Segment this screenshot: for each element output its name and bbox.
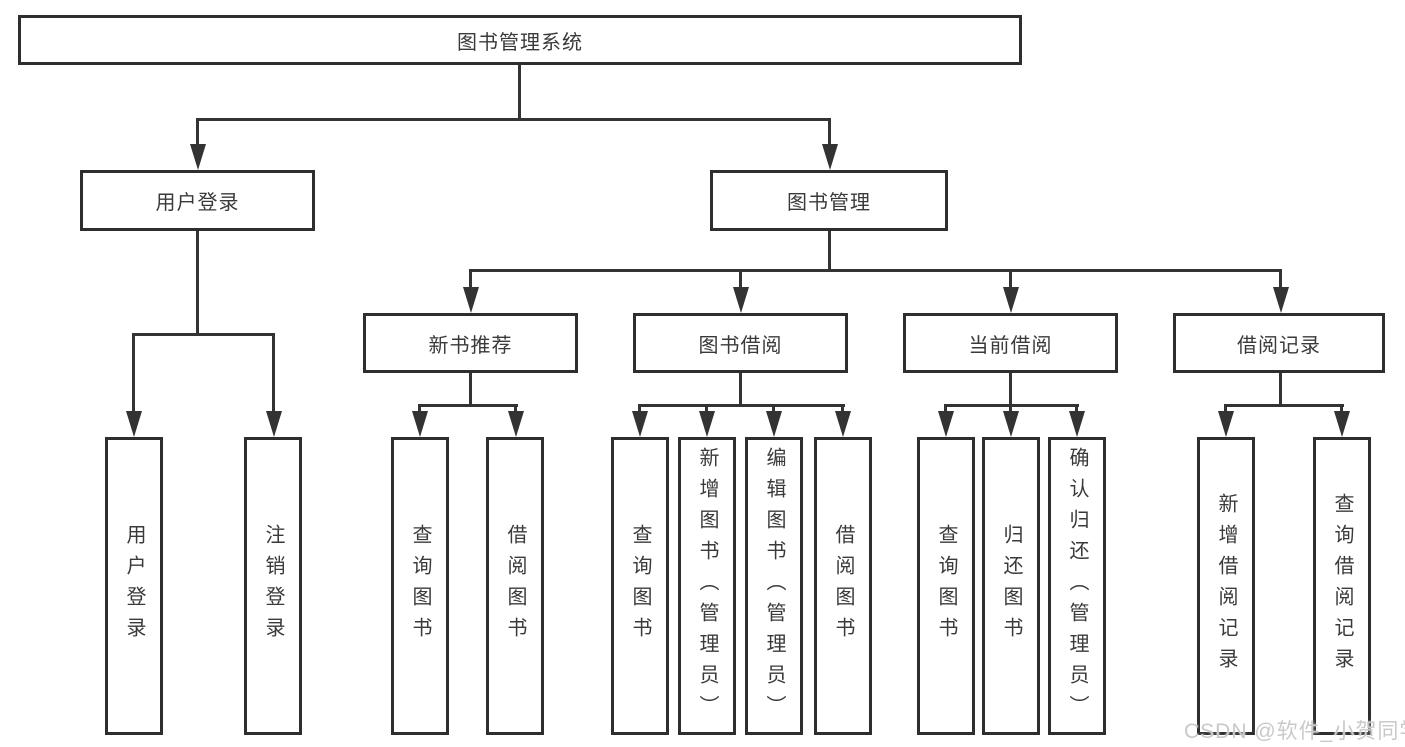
node-root-library-system: 图书管理系统 (18, 15, 1022, 65)
connector-drop-leaf (1224, 404, 1227, 416)
connector-root-trunk (518, 65, 521, 120)
arrowhead-icon (699, 411, 715, 437)
connector-borrow-trunk (739, 373, 742, 407)
connector-drop-leaf (1009, 404, 1012, 416)
node-label: 新增借阅记录 (1215, 493, 1237, 679)
leaf-query-books-borrow: 查询图书 (611, 437, 669, 735)
arrowhead-icon (463, 287, 479, 313)
arrowhead-icon (822, 144, 838, 170)
connector-drop-book-mgmt (828, 118, 831, 148)
arrowhead-icon (766, 411, 782, 437)
connector-drop-leaf (841, 404, 844, 416)
node-borrow-records: 借阅记录 (1173, 313, 1385, 373)
leaf-query-books-current: 查询图书 (917, 437, 975, 735)
connector-drop-leaf (514, 404, 517, 416)
csdn-watermark: CSDN @软件_小贺同学 (1184, 720, 1405, 743)
connector-borrow-rail (638, 404, 845, 407)
connector-userlogin-rail (132, 333, 275, 336)
arrowhead-icon (835, 411, 851, 437)
arrowhead-icon (412, 411, 428, 437)
connector-drop-leaf (944, 404, 947, 416)
node-label: 确认归还（管理员） (1066, 446, 1088, 726)
leaf-add-book-admin: 新增图书（管理员） (678, 437, 736, 735)
node-label: 用户登录 (123, 524, 145, 648)
connector-newbook-trunk (469, 373, 472, 407)
node-current-borrow: 当前借阅 (903, 313, 1118, 373)
leaf-user-login: 用户登录 (105, 437, 163, 735)
connector-drop-newbook (469, 269, 472, 293)
arrowhead-icon (938, 411, 954, 437)
connector-drop-leaf (1340, 404, 1343, 416)
connector-current-trunk (1009, 373, 1012, 407)
connector-drop-logout-leaf (272, 333, 275, 415)
node-label: 图书借阅 (698, 334, 783, 357)
leaf-confirm-return-admin: 确认归还（管理员） (1048, 437, 1106, 735)
connector-newbook-rail (418, 404, 518, 407)
node-new-book-recommend: 新书推荐 (363, 313, 578, 373)
arrowhead-icon (1069, 411, 1085, 437)
node-label: 借阅图书 (832, 524, 854, 648)
connector-drop-leaf (418, 404, 421, 416)
node-label: 注销登录 (262, 524, 284, 648)
leaf-borrow-books: 借阅图书 (814, 437, 872, 735)
arrowhead-icon (1003, 411, 1019, 437)
leaf-borrow-books-newbook: 借阅图书 (486, 437, 544, 735)
node-label: 图书管理系统 (457, 31, 583, 54)
arrowhead-icon (266, 411, 282, 437)
arrowhead-icon (1334, 411, 1350, 437)
leaf-logout: 注销登录 (244, 437, 302, 735)
leaf-edit-book-admin: 编辑图书（管理员） (745, 437, 803, 735)
connector-drop-user-login (196, 118, 199, 148)
connector-drop-leaf (638, 404, 641, 416)
node-label: 图书管理 (787, 192, 871, 214)
arrowhead-icon (632, 411, 648, 437)
node-label: 借阅图书 (504, 524, 526, 648)
connector-records-trunk (1279, 373, 1282, 407)
arrowhead-icon (733, 287, 749, 313)
connector-drop-records (1279, 269, 1282, 293)
connector-drop-leaf (705, 404, 708, 416)
leaf-add-borrow-record: 新增借阅记录 (1197, 437, 1255, 735)
node-label: 当前借阅 (968, 334, 1053, 357)
arrowhead-icon (508, 411, 524, 437)
arrowhead-icon (1218, 411, 1234, 437)
connector-drop-borrow (739, 269, 742, 293)
arrowhead-icon (1003, 287, 1019, 313)
connector-userlogin-trunk (196, 231, 199, 336)
leaf-return-book: 归还图书 (982, 437, 1040, 735)
node-book-management: 图书管理 (710, 170, 948, 231)
node-user-login: 用户登录 (80, 170, 315, 231)
arrowhead-icon (126, 411, 142, 437)
node-label: 借阅记录 (1237, 334, 1321, 357)
node-label: 新书推荐 (428, 334, 513, 357)
node-label: 查询图书 (409, 524, 431, 648)
connector-drop-current (1009, 269, 1012, 293)
node-label: 用户登录 (155, 192, 240, 214)
arrowhead-icon (190, 144, 206, 170)
arrowhead-icon (1273, 287, 1289, 313)
node-label: 归还图书 (1000, 524, 1022, 648)
connector-drop-leaf (772, 404, 775, 416)
connector-bookmgmt-trunk (828, 231, 831, 271)
node-book-borrow: 图书借阅 (633, 313, 848, 373)
node-label: 查询图书 (629, 524, 651, 648)
connector-drop-login-leaf (132, 333, 135, 415)
connector-drop-leaf (1075, 404, 1078, 416)
leaf-query-borrow-record: 查询借阅记录 (1313, 437, 1371, 735)
node-label: 查询借阅记录 (1331, 493, 1353, 679)
leaf-query-books-newbook: 查询图书 (391, 437, 449, 735)
node-label: 编辑图书（管理员） (763, 446, 785, 726)
node-label: 查询图书 (935, 524, 957, 648)
connector-level3-rail (469, 269, 1282, 272)
connector-level1-rail (196, 118, 831, 121)
node-label: 新增图书（管理员） (696, 446, 718, 726)
connector-records-rail (1224, 404, 1344, 407)
